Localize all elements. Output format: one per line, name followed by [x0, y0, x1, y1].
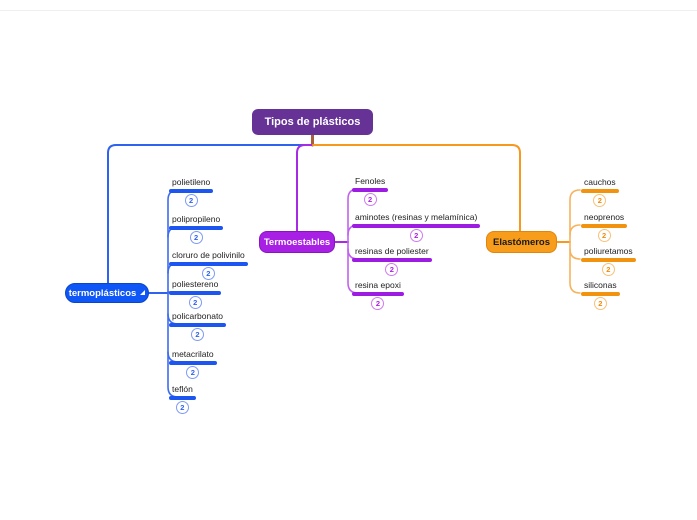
topic-polipropileno[interactable]: polipropileno 2 [169, 214, 224, 244]
topic-teflon[interactable]: teflón 2 [169, 384, 196, 414]
child-count-badge[interactable]: 2 [186, 365, 200, 379]
topic-resinas-de-poliester[interactable]: resinas de poliester 2 [352, 246, 432, 276]
topic-cauchos[interactable]: cauchos 2 [581, 177, 619, 207]
topic-underline [169, 396, 196, 400]
topic-underline [581, 292, 620, 296]
topic-poliestereno[interactable]: poliestereno 2 [169, 279, 222, 309]
topic-poliuretamos[interactable]: poliuretamos 2 [581, 246, 636, 276]
topic-underline [169, 226, 224, 230]
topic-aminotes[interactable]: aminotes (resinas y melamínica) 2 [352, 212, 481, 242]
topic-policarbonato[interactable]: policarbonato 2 [169, 311, 227, 341]
topic-underline [352, 188, 389, 192]
topic-label: cloruro de polivinilo [172, 250, 245, 260]
topic-polietileno[interactable]: polietileno 2 [169, 177, 214, 207]
topic-label: poliestereno [172, 279, 219, 289]
child-count-badge[interactable]: 2 [189, 230, 203, 244]
child-count-badge[interactable]: 2 [409, 228, 423, 242]
root-node-label: Tipos de plásticos [264, 116, 361, 128]
topic-metacrilato[interactable]: metacrilato 2 [169, 349, 217, 379]
topic-underline [169, 262, 248, 266]
canvas-top-border [0, 10, 697, 11]
branch-node-label: Elastómeros [492, 236, 551, 248]
topic-underline [352, 224, 481, 228]
topic-resina-epoxi[interactable]: resina epoxi 2 [352, 280, 404, 310]
topic-neoprenos[interactable]: neoprenos 2 [581, 212, 628, 242]
topic-label: cauchos [584, 177, 616, 187]
child-count-badge[interactable]: 2 [597, 228, 611, 242]
topic-label: polietileno [172, 177, 211, 187]
branch-node-termoestables[interactable]: Termoestables [259, 231, 335, 253]
topic-underline [352, 292, 404, 296]
topic-cloruro-de-polivinilo[interactable]: cloruro de polivinilo 2 [169, 250, 248, 280]
topic-label: resina epoxi [355, 280, 401, 290]
child-count-badge[interactable]: 2 [371, 296, 385, 310]
branch-node-termoplasticos[interactable]: termoplásticos [65, 283, 149, 303]
topic-fenoles[interactable]: Fenoles 2 [352, 176, 389, 206]
topic-siliconas[interactable]: siliconas 2 [581, 280, 620, 310]
child-count-badge[interactable]: 2 [188, 295, 202, 309]
branch-node-label: termoplásticos [68, 287, 137, 299]
topic-label: resinas de poliester [355, 246, 429, 256]
topic-label: poliuretamos [584, 246, 633, 256]
branch-node-elastomeros[interactable]: Elastómeros [486, 231, 557, 253]
child-count-badge[interactable]: 2 [175, 400, 189, 414]
child-count-badge[interactable]: 2 [191, 327, 205, 341]
topic-label: siliconas [584, 280, 617, 290]
topic-label: aminotes (resinas y melamínica) [355, 212, 478, 222]
topic-underline [581, 258, 636, 262]
topic-label: Fenoles [355, 176, 386, 186]
topic-label: neoprenos [584, 212, 625, 222]
child-count-badge[interactable]: 2 [593, 296, 607, 310]
child-count-badge[interactable]: 2 [184, 193, 198, 207]
topic-label: polipropileno [172, 214, 221, 224]
topic-underline [169, 323, 227, 327]
branch-node-label: Termoestables [263, 236, 331, 248]
child-count-badge[interactable]: 2 [363, 192, 377, 206]
topic-underline [169, 361, 217, 365]
collapse-triangle-icon[interactable] [140, 289, 146, 295]
topic-underline [169, 291, 222, 295]
topic-underline [581, 224, 628, 228]
topic-label: policarbonato [172, 311, 224, 321]
topic-underline [581, 189, 619, 193]
child-count-badge[interactable]: 2 [385, 262, 399, 276]
topic-underline [169, 189, 214, 193]
topic-label: teflón [172, 384, 193, 394]
child-count-badge[interactable]: 2 [601, 262, 615, 276]
root-node-tipos-de-plasticos[interactable]: Tipos de plásticos [252, 109, 373, 135]
topic-label: metacrilato [172, 349, 214, 359]
topic-underline [352, 258, 432, 262]
child-count-badge[interactable]: 2 [593, 193, 607, 207]
child-count-badge[interactable]: 2 [201, 266, 215, 280]
